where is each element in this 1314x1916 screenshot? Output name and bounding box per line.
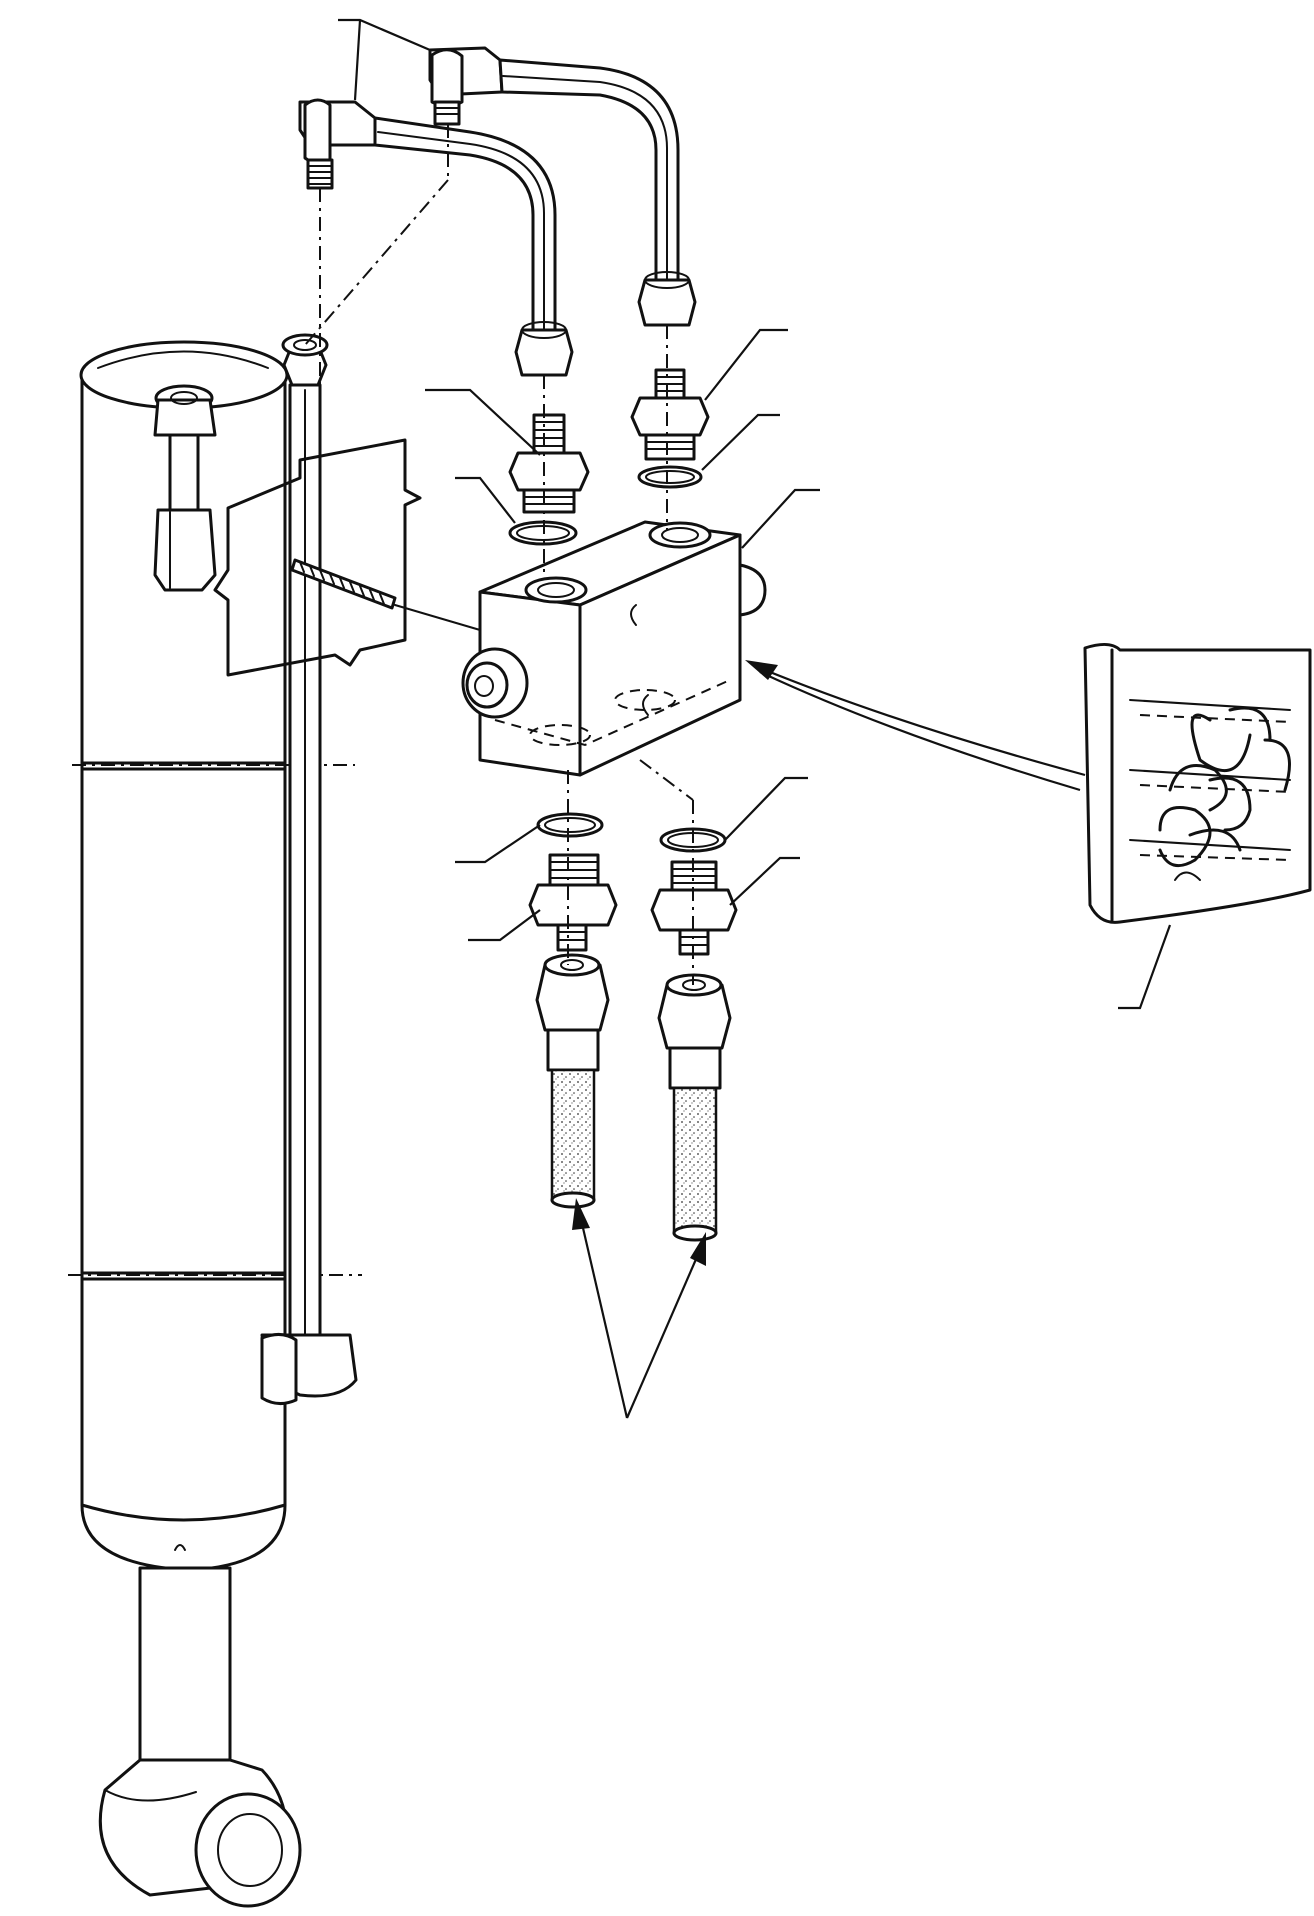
hose-right (657, 973, 732, 1242)
kit-arrow (745, 660, 1086, 792)
hose-arrows (572, 1198, 706, 1419)
lower-oring-left (536, 812, 604, 838)
hose-left (535, 953, 610, 1209)
pipe-left (298, 98, 574, 377)
seal-kit-bag (1083, 643, 1312, 924)
cylinder-port-fitting (153, 384, 217, 592)
assembly-centerlines (304, 124, 694, 985)
piston-rod (98, 1566, 302, 1908)
upper-fitting-left (508, 413, 590, 546)
callout-leaders (338, 18, 1172, 1010)
upper-fitting-right (630, 368, 710, 489)
break-panel (213, 438, 422, 677)
cylinder-side-tube (260, 333, 358, 1405)
lower-fitting-left (528, 853, 618, 952)
pipe-right (428, 46, 697, 327)
valve-block (461, 520, 767, 777)
mounting-stud (290, 558, 397, 610)
